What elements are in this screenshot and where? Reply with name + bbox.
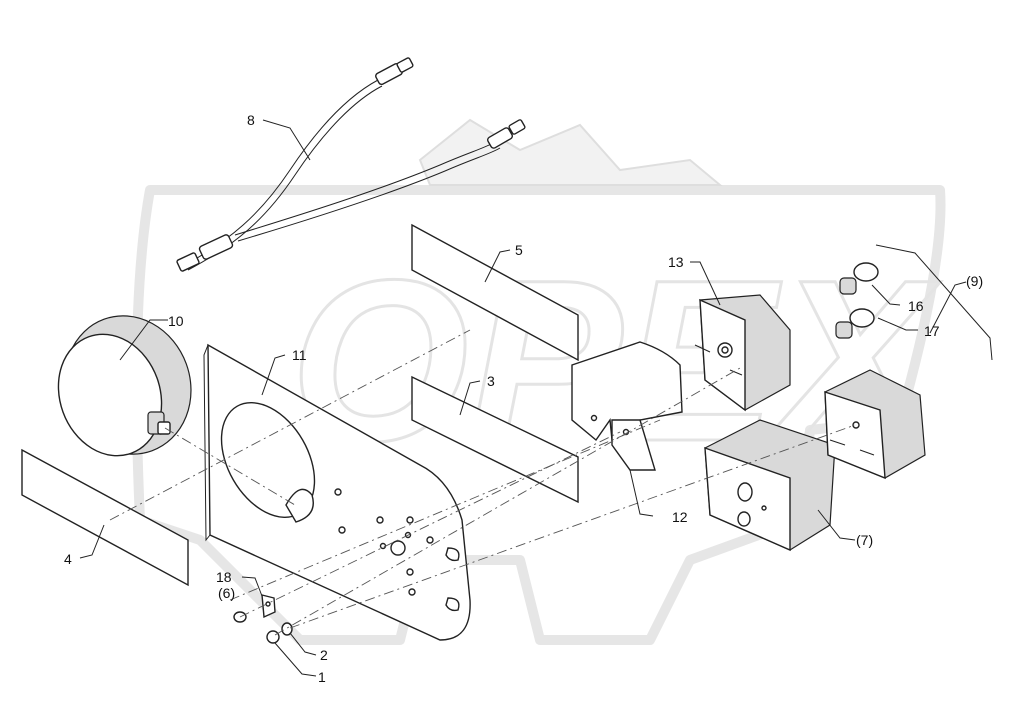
warning-sticker-4 xyxy=(21,448,189,587)
callout-10: 10 xyxy=(168,313,184,329)
callout-9: (9) xyxy=(966,273,983,289)
callout-12: 12 xyxy=(672,509,688,525)
mounting-plate xyxy=(203,343,471,641)
bracket-18 xyxy=(261,594,276,619)
callout-8: 8 xyxy=(247,112,255,128)
callout-11: 11 xyxy=(292,347,307,363)
callout-3: 3 xyxy=(487,373,495,389)
lamp-bracket xyxy=(571,341,683,471)
nut-1 xyxy=(266,630,280,644)
rear-lamp-13 xyxy=(694,294,791,412)
callout-4: 4 xyxy=(64,551,72,567)
washer-2 xyxy=(281,622,293,636)
bulb-16 xyxy=(839,262,879,295)
callout-1: 1 xyxy=(318,669,326,685)
lamp-cover-7 xyxy=(704,419,836,552)
callout-7: (7) xyxy=(856,532,873,548)
callout-5: 5 xyxy=(515,242,523,258)
callout-16: 16 xyxy=(908,298,924,314)
assembly-axis-lines xyxy=(109,329,856,636)
callout-2: 2 xyxy=(320,647,328,663)
round-work-lamp xyxy=(57,315,192,457)
group-bracket-9 xyxy=(875,244,993,361)
callout-17: 17 xyxy=(924,323,940,339)
warning-sticker-5 xyxy=(411,223,579,362)
callout-6: (6) xyxy=(218,585,235,601)
callout-18: 18 xyxy=(216,569,232,585)
cable-harness xyxy=(176,57,526,272)
bulb-17 xyxy=(835,308,875,339)
lamp-unit-9 xyxy=(824,369,926,480)
warning-sticker-3 xyxy=(411,375,579,504)
leader-lines xyxy=(79,119,967,677)
callout-13: 13 xyxy=(668,254,684,270)
